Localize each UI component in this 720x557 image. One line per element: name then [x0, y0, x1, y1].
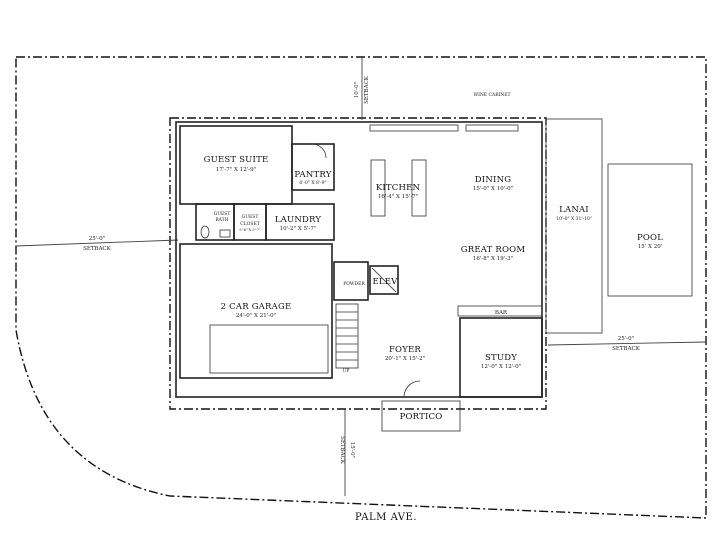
room-dims-guest-suite: 17'-7" X 12'-9"	[216, 167, 256, 173]
room-name-garage: 2 CAR GARAGE	[221, 302, 292, 312]
sink-icon	[219, 229, 231, 238]
stair-treads	[336, 311, 358, 361]
room-dims-dining: 15'-0" X 10'-0"	[473, 186, 513, 192]
laundry-walls	[265, 203, 335, 241]
toilet-icon	[200, 225, 210, 239]
right-setback-value: 25'-0"	[618, 336, 634, 342]
room-name-great-room: GREAT ROOM	[461, 245, 526, 255]
house-exterior-wall	[175, 121, 543, 398]
bottom-setback-label: SETBACK	[339, 436, 345, 465]
bar-counter	[457, 305, 543, 317]
room-dims-laundry: 10'-2" X 5'-7"	[280, 226, 317, 232]
garage-door-outline	[209, 324, 329, 374]
pantry-door-swing	[311, 143, 327, 159]
room-dims-guest-closet: 5'-6" X 5'-7"	[239, 228, 261, 232]
room-dims-pantry: 6'-0" X 8'-9"	[299, 180, 326, 186]
room-name-guest-closet-1: GUEST	[242, 214, 259, 220]
room-name-study: STUDY	[485, 353, 517, 363]
room-dims-garage: 24'-0" X 21'-0"	[236, 313, 276, 319]
room-name-bar: BAR	[495, 310, 508, 316]
portico-outline	[381, 400, 461, 432]
right-setback-label: SETBACK	[612, 346, 641, 352]
guest-suite-walls	[179, 125, 293, 205]
room-name-guest-bath-1: GUEST	[214, 211, 231, 217]
wine-cabinet-label: WINE CABINET	[473, 92, 510, 98]
room-name-pantry: PANTRY	[294, 170, 331, 180]
room-name-guest-suite: GUEST SUITE	[204, 155, 269, 165]
elevator-walls	[369, 265, 399, 295]
room-name-powder: POWDER	[343, 281, 365, 287]
bottom-setback-value: 15'-0"	[349, 442, 355, 458]
room-name-laundry: LAUNDRY	[275, 215, 322, 225]
stairs-up-label: UP	[343, 368, 350, 374]
top-setback-label: SETBACK	[364, 75, 370, 104]
property-line	[15, 56, 707, 519]
kitchen-counter-top	[369, 124, 459, 132]
powder-walls	[333, 261, 369, 301]
top-setback-value: 10'-0"	[354, 82, 360, 98]
room-name-foyer: FOYER	[389, 345, 421, 355]
building-setback-outline	[169, 117, 547, 410]
room-dims-lanai: 10'-0" X 31'-10"	[556, 216, 592, 222]
left-setback-label: SETBACK	[83, 246, 112, 252]
room-name-guest-closet-2: CLOSET	[240, 221, 260, 227]
lanai-outline	[545, 118, 603, 334]
room-dims-pool: 15' X 20'	[638, 244, 662, 250]
kitchen-island-right	[411, 159, 427, 217]
study-walls	[459, 317, 543, 398]
room-dims-kitchen: 16'-4" X 15'-7"	[378, 194, 418, 200]
wine-cabinet	[465, 124, 519, 132]
room-dims-great-room: 16'-8" X 19'-3"	[473, 256, 513, 262]
room-name-pool: POOL	[637, 233, 663, 243]
left-setback-line	[15, 239, 179, 247]
kitchen-island-left	[370, 159, 386, 217]
pool-outline	[607, 163, 693, 297]
room-name-kitchen: KITCHEN	[376, 183, 421, 193]
street-name: PALM AVE.	[355, 512, 417, 523]
garage-walls	[179, 243, 333, 379]
room-name-portico: PORTICO	[400, 412, 443, 422]
elevator-x-mark	[371, 267, 397, 293]
left-setback-value: 25'-0"	[89, 236, 105, 242]
room-name-guest-bath-2: BATH	[215, 217, 228, 223]
room-dims-foyer: 20'-1" X 15'-2"	[385, 356, 425, 362]
front-door-swing	[403, 380, 421, 398]
room-name-lanai: LANAI	[559, 205, 589, 215]
room-name-elev: ELEV	[373, 277, 399, 287]
right-setback-line	[547, 341, 707, 346]
room-dims-study: 12'-0" X 12'-0"	[481, 364, 521, 370]
room-name-dining: DINING	[475, 175, 511, 185]
